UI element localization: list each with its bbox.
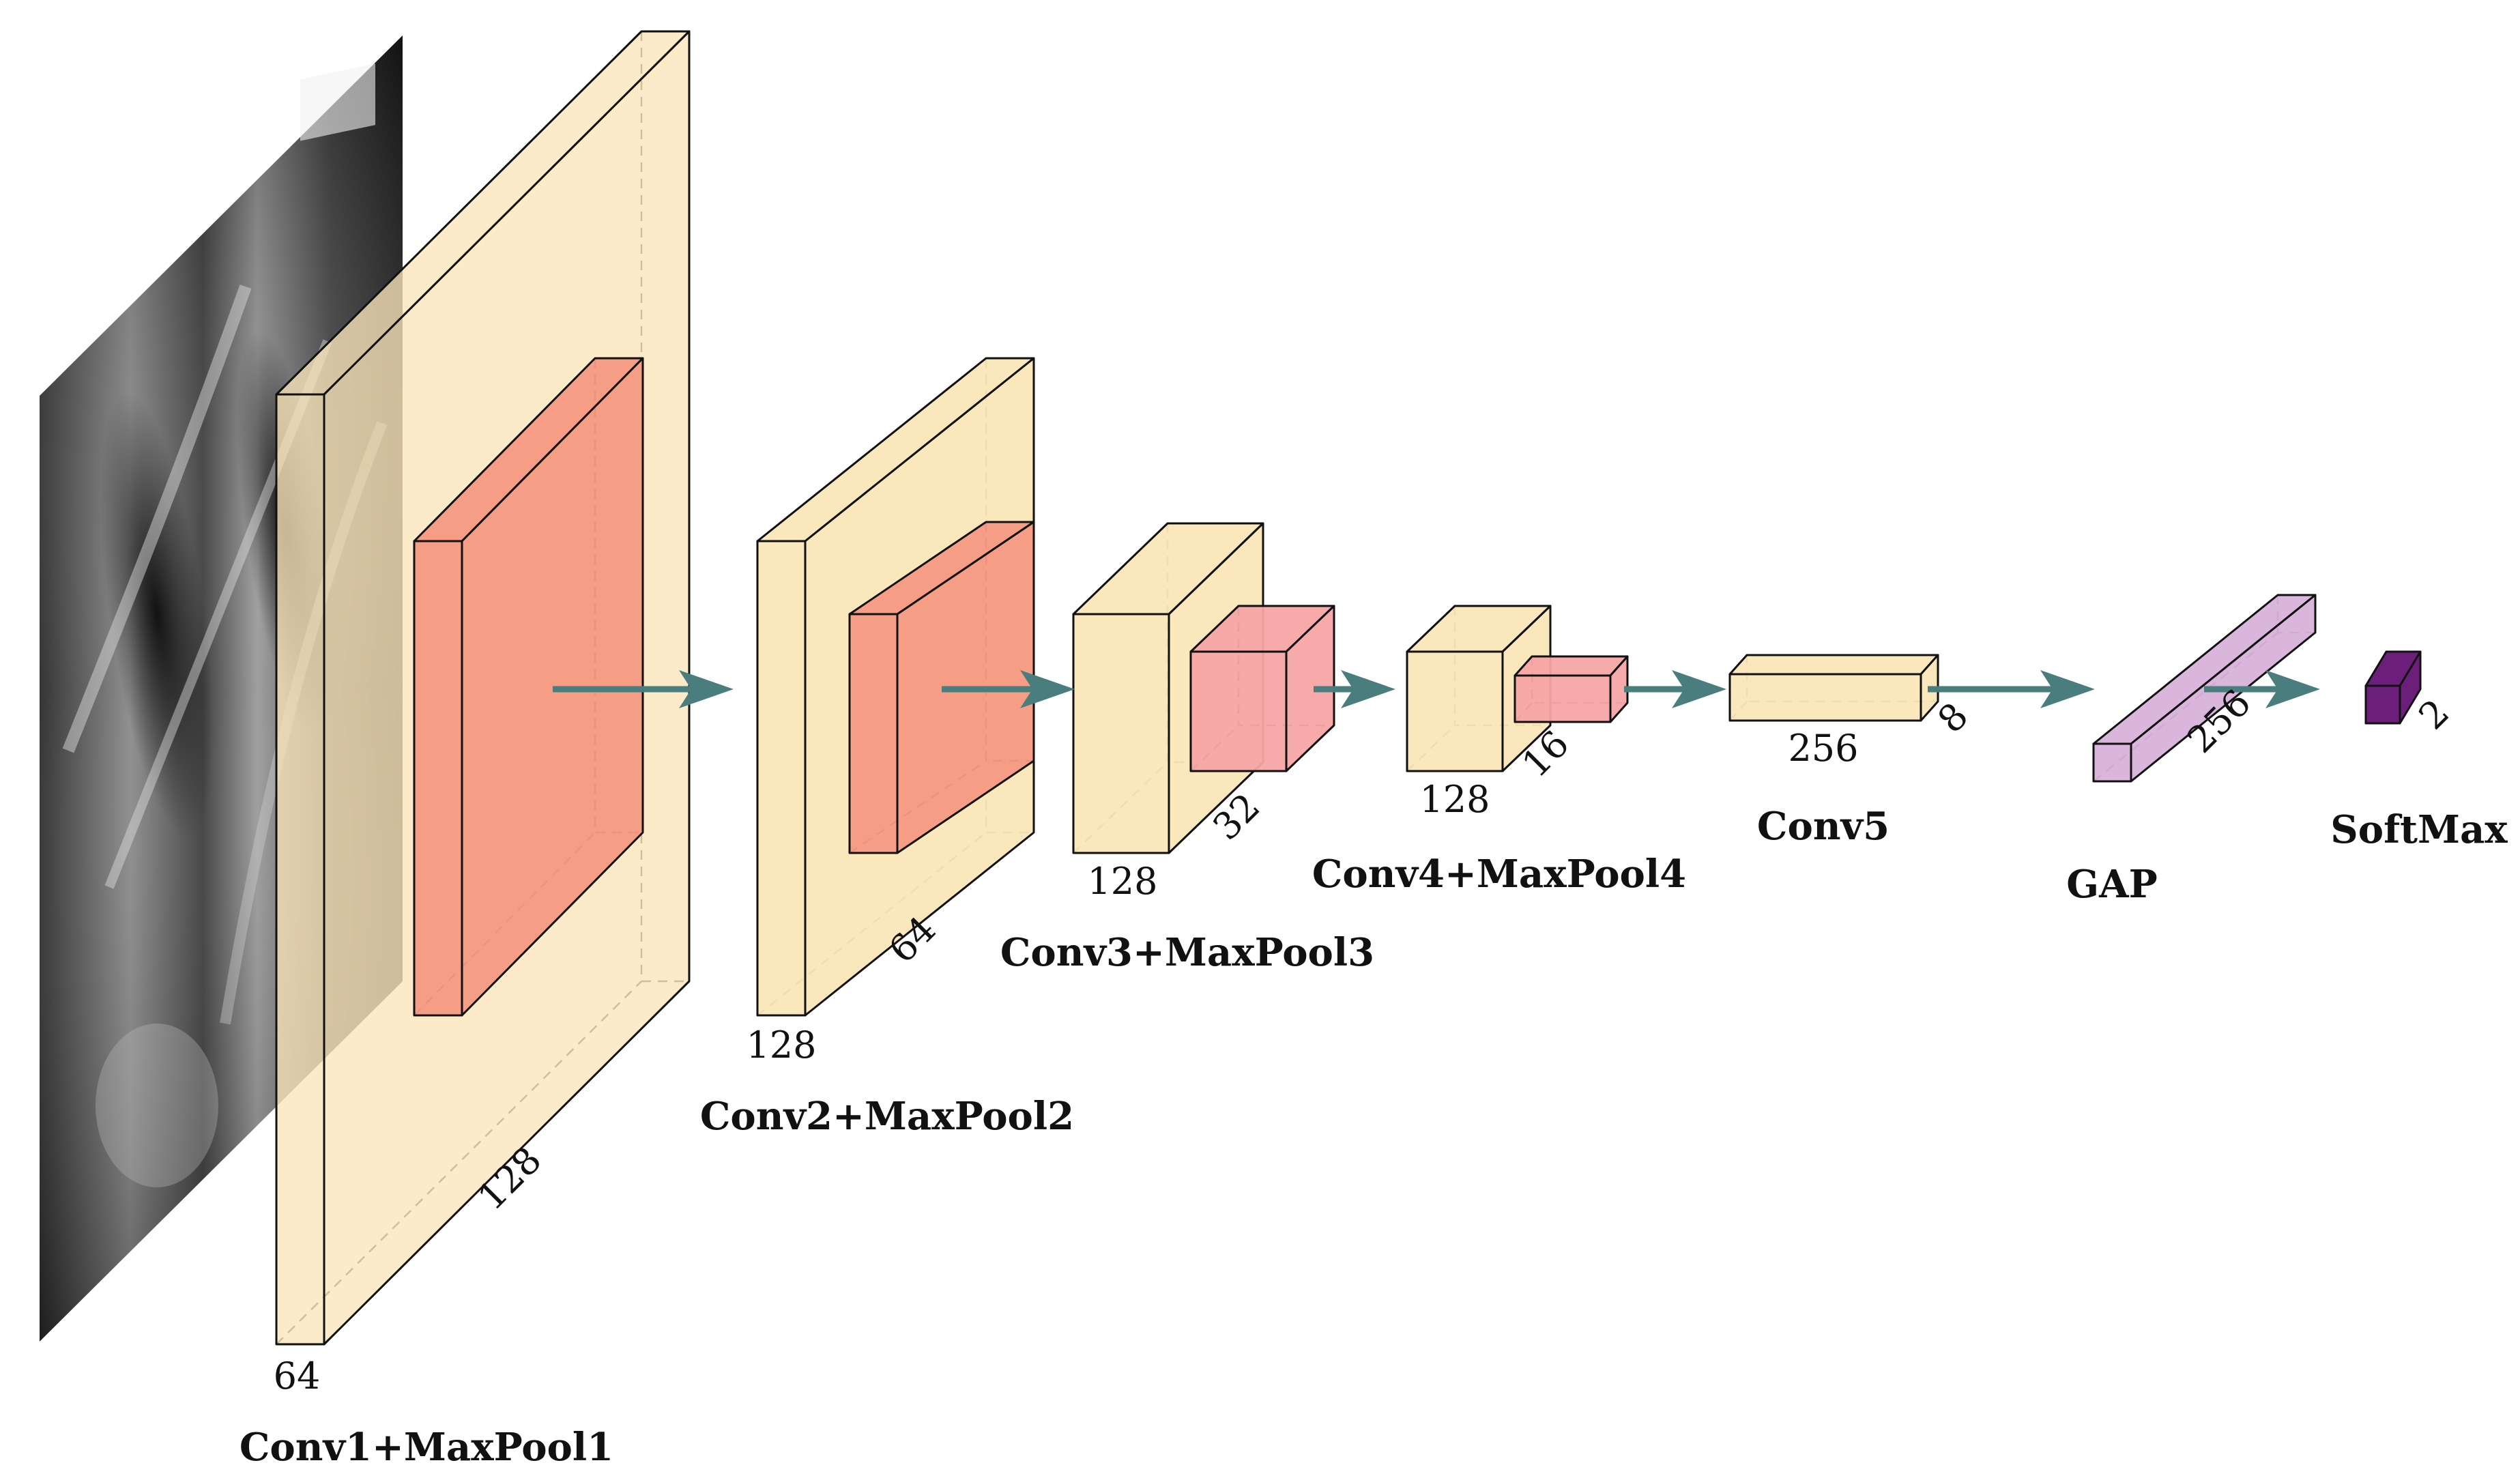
- conv1-dim-depth: 64: [274, 1354, 321, 1397]
- maxpool4-block: [1514, 655, 1629, 723]
- conv1-label: Conv1+MaxPool1: [240, 1425, 613, 1470]
- gap-label: GAP: [2066, 862, 2157, 907]
- softmax-dim-size: 2: [2410, 691, 2457, 738]
- data-flow-arrows: [553, 670, 2320, 708]
- maxpool1-block: [413, 357, 644, 1017]
- conv2-dim-depth: 128: [746, 1024, 816, 1067]
- arrow-conv5-gap: [1928, 670, 2095, 708]
- softmax-block: [2364, 650, 2422, 725]
- arrow-conv1-conv2: [553, 670, 734, 708]
- conv3-label: Conv3+MaxPool3: [1000, 930, 1374, 975]
- arrow-conv2-conv3: [942, 670, 1075, 708]
- conv4-dim-depth: 128: [1419, 778, 1490, 821]
- conv4-label: Conv4+MaxPool4: [1312, 852, 1686, 897]
- arrow-conv4-conv5: [1624, 670, 1726, 708]
- conv4-block: [1406, 605, 1552, 772]
- conv5-label: Conv5: [1757, 804, 1889, 849]
- arrow-conv3-conv4: [1314, 670, 1395, 708]
- conv5-dim-depth: 256: [1788, 727, 1858, 770]
- conv5-block: [1728, 654, 1939, 722]
- arrow-gap-softmax: [2204, 670, 2320, 708]
- maxpool3-block: [1189, 605, 1335, 772]
- conv2-label: Conv2+MaxPool2: [700, 1094, 1074, 1139]
- conv3-dim-depth: 128: [1087, 860, 1157, 903]
- softmax-label: SoftMax: [2330, 807, 2508, 852]
